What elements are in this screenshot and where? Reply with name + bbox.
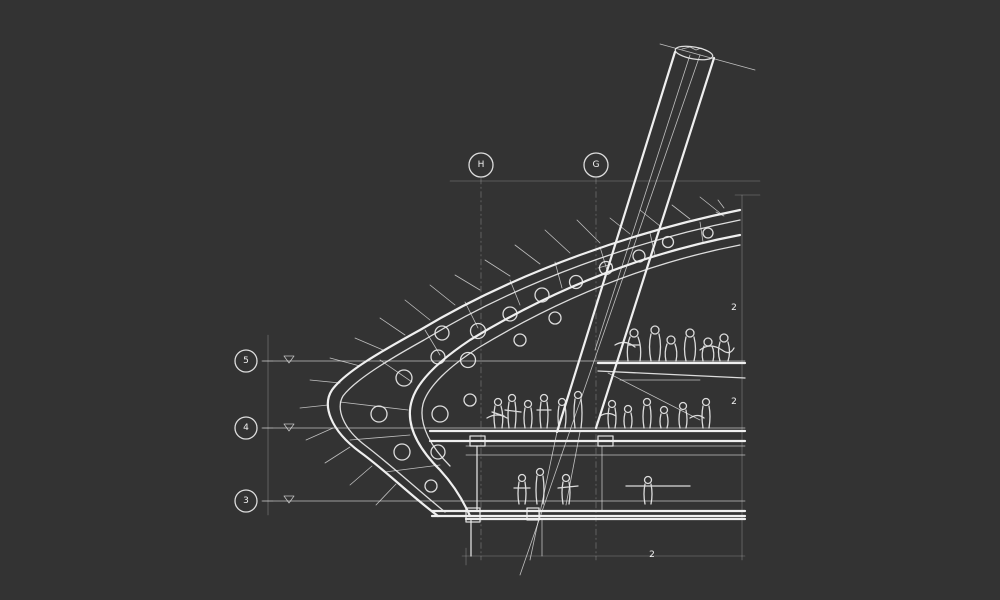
shell-radial-ribs bbox=[299, 196, 721, 506]
level-marker-4: 4 bbox=[234, 416, 295, 440]
svg-text:H: H bbox=[478, 160, 485, 170]
svg-text:3: 3 bbox=[243, 496, 249, 506]
people-figures-level4 bbox=[486, 390, 711, 429]
grid-marker-h: H bbox=[468, 152, 494, 178]
svg-text:2: 2 bbox=[649, 550, 655, 560]
shell-perforations bbox=[370, 227, 714, 493]
level-marker-5: 5 bbox=[234, 349, 295, 373]
svg-text:G: G bbox=[593, 160, 600, 170]
level-marker-3: 3 bbox=[234, 489, 295, 513]
floor-slabs bbox=[428, 361, 747, 557]
people-figures-level3 bbox=[513, 467, 691, 505]
grid-marker-g: G bbox=[583, 152, 609, 178]
svg-text:4: 4 bbox=[243, 423, 249, 433]
sketch-notations: 2 2 2 bbox=[597, 199, 737, 560]
svg-text:5: 5 bbox=[243, 356, 249, 366]
datum-lines bbox=[261, 177, 761, 566]
svg-text:2: 2 bbox=[731, 397, 737, 407]
diagonal-column bbox=[519, 43, 756, 576]
people-figures-upper bbox=[614, 325, 735, 362]
svg-text:2: 2 bbox=[731, 303, 737, 313]
